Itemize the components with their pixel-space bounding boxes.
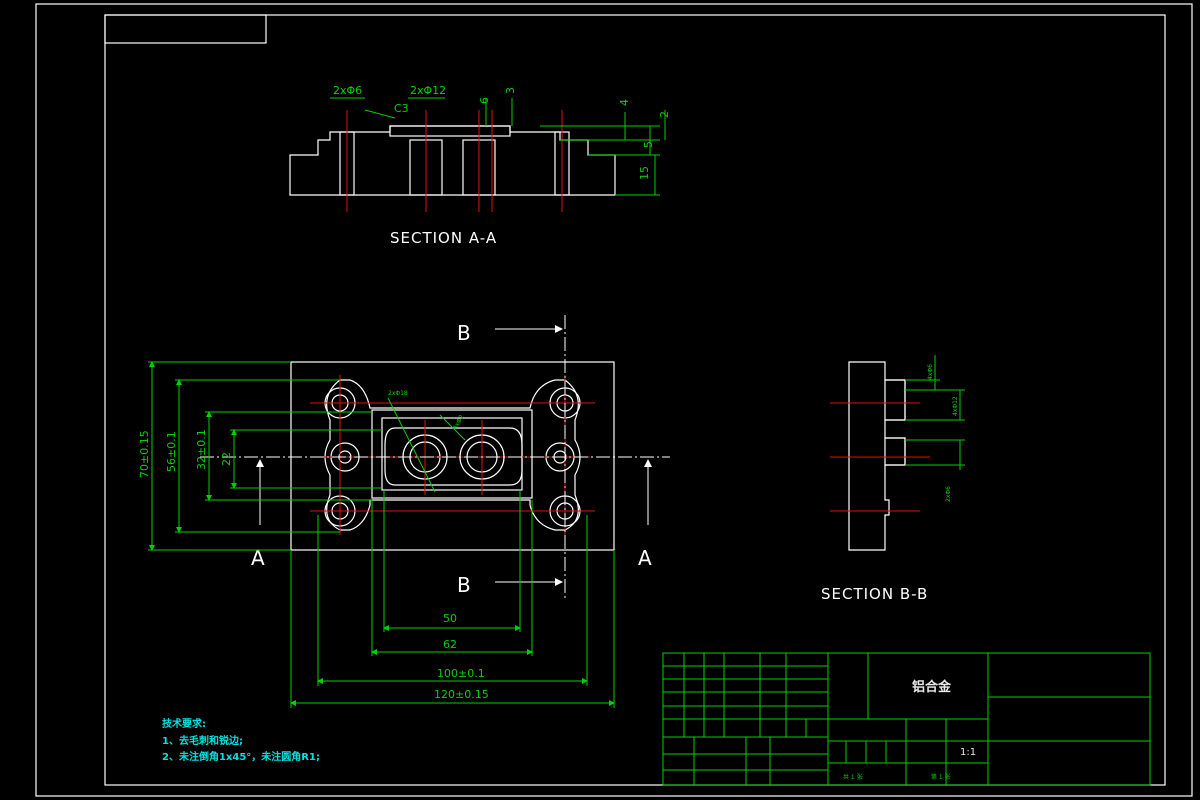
callout-4x12: 4xΦ12: [952, 396, 959, 416]
callout-2x18: 2xΦ18: [388, 390, 408, 397]
drawing-number-box: [104, 14, 267, 44]
notes-heading: 技术要求:: [162, 717, 206, 730]
section-aa-title: SECTION A-A: [390, 229, 497, 247]
dim-70: 70±0.15: [138, 430, 151, 478]
dim-15: 15: [638, 166, 651, 180]
scale-label: 1:1: [960, 747, 976, 758]
plan-view: A A B B 70±0.15 56±0.1 32±0.1 22: [138, 315, 670, 708]
outer-frame: [35, 3, 1193, 797]
section-marker-a-left: A: [251, 546, 265, 570]
dim-62: 62: [443, 638, 457, 651]
dim-50: 50: [443, 612, 457, 625]
callout-c3: C3: [394, 102, 409, 115]
dim-4: 4: [618, 99, 631, 106]
material-label: 铝合金: [912, 679, 952, 695]
inner-frame: [104, 14, 1166, 786]
callout-2x6: 2xΦ6: [333, 84, 362, 97]
notes-item-1: 1、去毛刺和锐边;: [162, 734, 243, 747]
dim-120: 120±0.15: [434, 688, 489, 701]
dim-5: 5: [642, 141, 655, 148]
dim-3: 3: [504, 87, 517, 94]
section-marker-b-bottom: B: [457, 573, 471, 597]
dim-22: 22: [220, 452, 233, 466]
section-marker-a-right: A: [638, 546, 652, 570]
sheet-total: 共 1 张: [843, 773, 863, 781]
callout-2x12: 2xΦ12: [410, 84, 446, 97]
plate-outline: [290, 361, 615, 551]
sheet-number: 第 1 张: [931, 773, 951, 781]
section-marker-b-top: B: [457, 321, 471, 345]
notes-item-2: 2、未注倒角1x45°，未注圆角R1;: [162, 750, 320, 763]
dim-56: 56±0.1: [165, 431, 178, 472]
technical-notes: 技术要求: 1、去毛刺和锐边; 2、未注倒角1x45°，未注圆角R1;: [162, 717, 320, 763]
dim-6: 6: [478, 97, 491, 104]
callout-4x6: 4xΦ6: [927, 364, 934, 380]
section-bb-view: 4xΦ6 4xΦ12 2xΦ6 SECTION B-B: [821, 355, 965, 603]
dim-2: 2: [658, 111, 671, 118]
section-aa-view: 2xΦ6 2xΦ12 C3 6 3 4 2 5 15 SECTION A-A: [289, 84, 671, 247]
section-bb-title: SECTION B-B: [821, 585, 928, 603]
dim-32: 32±0.1: [195, 429, 208, 470]
title-block: 铝合金 1:1 共 1 张 第 1 张: [662, 652, 1151, 786]
callout-2x6-bb: 2xΦ6: [945, 486, 952, 502]
dim-100: 100±0.1: [437, 667, 485, 680]
